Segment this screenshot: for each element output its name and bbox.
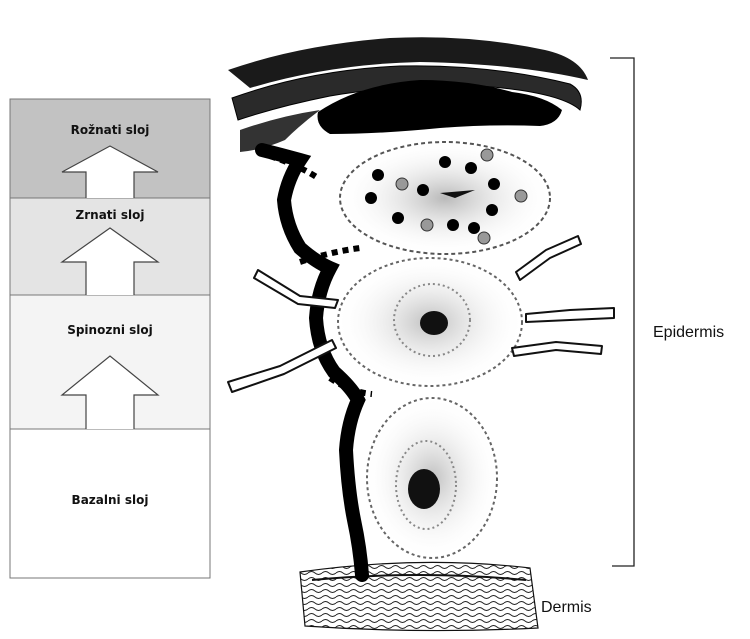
layer-label-stratum-granulosum: Zrnati sloj xyxy=(76,208,145,222)
corneum-flakes xyxy=(228,37,588,152)
epidermis-label: Epidermis xyxy=(653,324,724,341)
basal-nucleus xyxy=(408,469,440,509)
layer-label-stratum-spinosum: Spinozni sloj xyxy=(67,323,153,337)
layer-label-stratum-basale: Bazalni sloj xyxy=(72,493,149,507)
dermis-label: Dermis xyxy=(541,599,592,616)
layer-label-stratum-corneum: Rožnati sloj xyxy=(71,123,150,137)
granular-cell xyxy=(337,140,553,256)
layer-column: Rožnati sloj Zrnati sloj Spinozni sloj B… xyxy=(10,99,210,578)
spinous-cell xyxy=(335,256,525,388)
spinous-nucleus xyxy=(420,311,448,335)
basal-cell xyxy=(364,396,500,560)
cell-illustration xyxy=(228,37,614,630)
dermis-texture xyxy=(300,562,538,630)
